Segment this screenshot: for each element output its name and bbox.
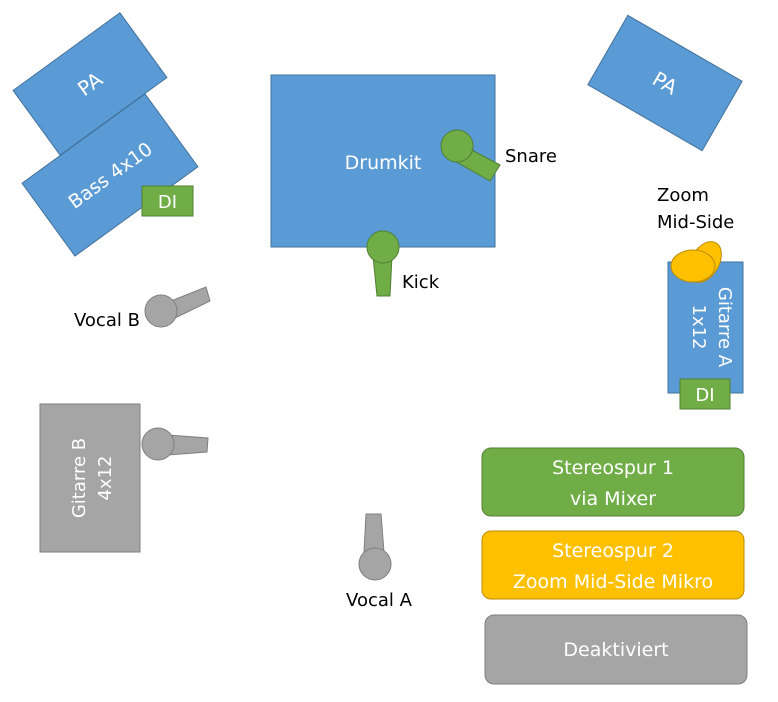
legend-track-2-line2: Zoom Mid-Side Mikro xyxy=(513,571,713,593)
guitar-b-label-line1: Gitarre B xyxy=(69,438,90,518)
snare-mic xyxy=(440,129,501,182)
zoom-label-line2: Mid-Side xyxy=(657,212,734,233)
legend-track-2-line1: Stereospur 2 xyxy=(552,540,674,562)
vocal-a-label: Vocal A xyxy=(346,590,413,611)
snare-label: Snare xyxy=(505,146,557,167)
zoom-label-line1: Zoom xyxy=(657,185,709,206)
vocal-b-label: Vocal B xyxy=(74,310,140,331)
bass-di: DI xyxy=(141,185,194,217)
legend-track-1-line1: Stereospur 1 xyxy=(552,457,674,479)
guitar-a-di-label: DI xyxy=(695,385,714,406)
kick-label: Kick xyxy=(402,272,440,293)
guitar-a-label-line2: 1x12 xyxy=(688,304,709,349)
guitar-a-cabinet: Gitarre A 1x12 xyxy=(667,261,744,394)
zoom-mid-side-mic xyxy=(670,241,722,283)
guitar-b-label-line2: 4x12 xyxy=(95,455,116,500)
kick-mic xyxy=(366,230,400,297)
vocal-b-mic xyxy=(144,286,211,328)
vocal-a-mic xyxy=(358,513,392,581)
guitar-a-di: DI xyxy=(679,378,731,410)
legend-disabled: Deaktiviert xyxy=(484,614,748,685)
bass-cabinet: Bass 4x10 xyxy=(21,93,199,257)
guitar-b-mic xyxy=(141,427,209,461)
legend-track-1: Stereospur 1 via Mixer xyxy=(481,447,745,517)
bass-di-label: DI xyxy=(158,192,177,213)
legend-track-2: Stereospur 2 Zoom Mid-Side Mikro xyxy=(481,530,745,600)
drumkit-label: Drumkit xyxy=(345,152,422,174)
pa-right: PA xyxy=(587,14,743,152)
guitar-b-cabinet: Gitarre B 4x12 xyxy=(39,403,141,553)
guitar-a-label-line1: Gitarre A xyxy=(714,287,735,368)
legend-disabled-label: Deaktiviert xyxy=(563,639,668,661)
legend-track-1-line2: via Mixer xyxy=(570,488,656,510)
